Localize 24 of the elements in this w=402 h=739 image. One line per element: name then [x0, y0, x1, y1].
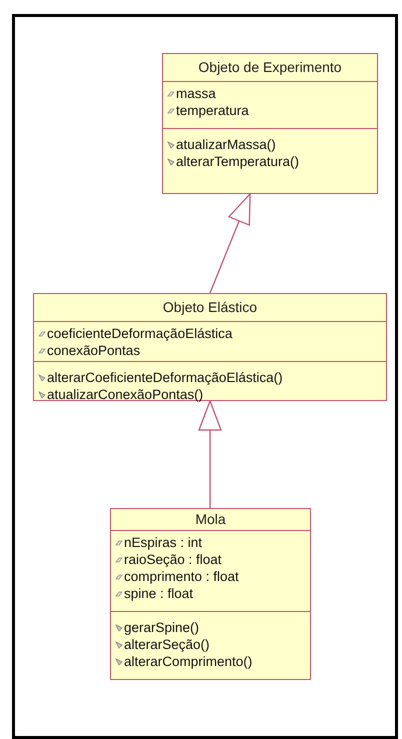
attribute-name: coeficienteDeformaçãoElástica — [47, 325, 232, 342]
attribute-name: nEspiras : int — [124, 534, 202, 551]
attribute-name: comprimento : float — [124, 568, 239, 585]
generalization-arrow — [209, 193, 251, 294]
method-compartment — [34, 361, 386, 400]
attribute-name: raioSeção : float — [124, 551, 222, 568]
class-box — [110, 508, 311, 680]
attribute-name: temperatura — [176, 102, 249, 119]
class-box — [162, 53, 378, 194]
attribute-name: massa — [176, 85, 216, 102]
attribute-name: conexãoPontas — [47, 342, 140, 359]
class-name: Objeto de Experimento — [197, 58, 343, 77]
class-name: Mola — [194, 510, 227, 529]
class-box — [33, 293, 387, 401]
generalization-arrow — [198, 400, 222, 508]
method-name: alterarCoeficienteDeformaçãoElástica() — [47, 369, 283, 386]
attribute-name: spine : float — [124, 585, 194, 602]
method-name: alterarTemperatura() — [176, 153, 300, 170]
method-name: gerarSpine() — [124, 619, 200, 636]
method-name: alterarSeção() — [124, 636, 210, 653]
method-name: alterarComprimento() — [124, 653, 252, 670]
class-name: Objeto Elástico — [162, 298, 258, 317]
method-name: atualizarConexãoPontas() — [47, 386, 204, 403]
method-name: atualizarMassa() — [176, 136, 276, 153]
